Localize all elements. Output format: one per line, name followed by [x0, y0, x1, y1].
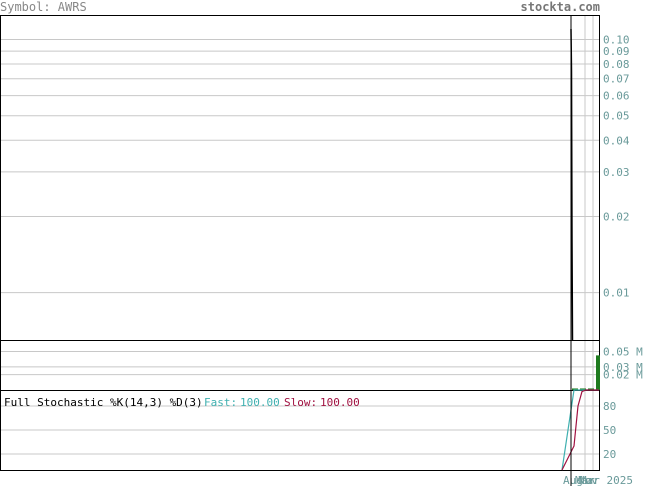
volume-bar — [580, 388, 586, 390]
volume-axis-label: 0.03 M — [603, 361, 643, 374]
x-axis-date-label: Aug — [563, 474, 583, 486]
volume-axis-label: 0.05 M — [603, 346, 643, 359]
volume-bar — [596, 355, 600, 390]
x-axis-date-label: Mar 2025 — [580, 474, 633, 486]
price-axis-label: 0.05 — [603, 110, 630, 123]
x-axis-date-label: Mar — [575, 474, 595, 486]
stoch-slow-value: 100.00 — [320, 396, 360, 409]
price-axis-label: 0.04 — [603, 134, 630, 147]
price-axis-label: 0.06 — [603, 90, 630, 103]
price-axis-label: 0.09 — [603, 45, 630, 58]
price-axis-label: 0.08 — [603, 58, 630, 71]
x-axis-date-label: Nov — [578, 474, 598, 486]
price-axis-label: 0.01 — [603, 287, 630, 300]
volume-frame — [0, 340, 600, 391]
stoch-slow-line — [561, 389, 599, 471]
stoch-fast-label: Fast: — [204, 396, 237, 409]
stoch-frame — [0, 390, 600, 471]
price-panel: 0.100.090.08 0.07 0.06 0.05 0.04 0.03 0.02 0.01 — [0, 15, 630, 341]
stoch-slow-label: Slow: — [284, 396, 317, 409]
volume-bar — [572, 388, 578, 390]
stoch-fast-value: 100.00 — [240, 396, 280, 409]
volume-axis-label: 0.02 M — [603, 369, 643, 382]
stoch-axis-label: 80 — [603, 400, 616, 413]
price-axis-label: 0.03 — [603, 166, 630, 179]
site-watermark: stockta.com — [520, 0, 600, 14]
stochastic-panel: 80 50 20 Full Stochastic %K(14,3) %D(3)Fast… — [0, 15, 633, 486]
price-axis-label: 0.10 — [603, 34, 630, 47]
price-axis-label: 0.07 — [603, 73, 630, 86]
stoch-axis-label: 50 — [603, 424, 616, 437]
volume-panel: 0.05 M 0.03 M0.02 M — [0, 340, 643, 391]
symbol-label: Symbol: AWRS — [0, 0, 87, 14]
stoch-axis-label: 20 — [603, 448, 616, 461]
price-axis-label: 0.02 — [603, 210, 630, 223]
volume-bar — [588, 388, 594, 390]
stoch-title: Full Stochastic %K(14,3) %D(3) — [4, 396, 203, 409]
